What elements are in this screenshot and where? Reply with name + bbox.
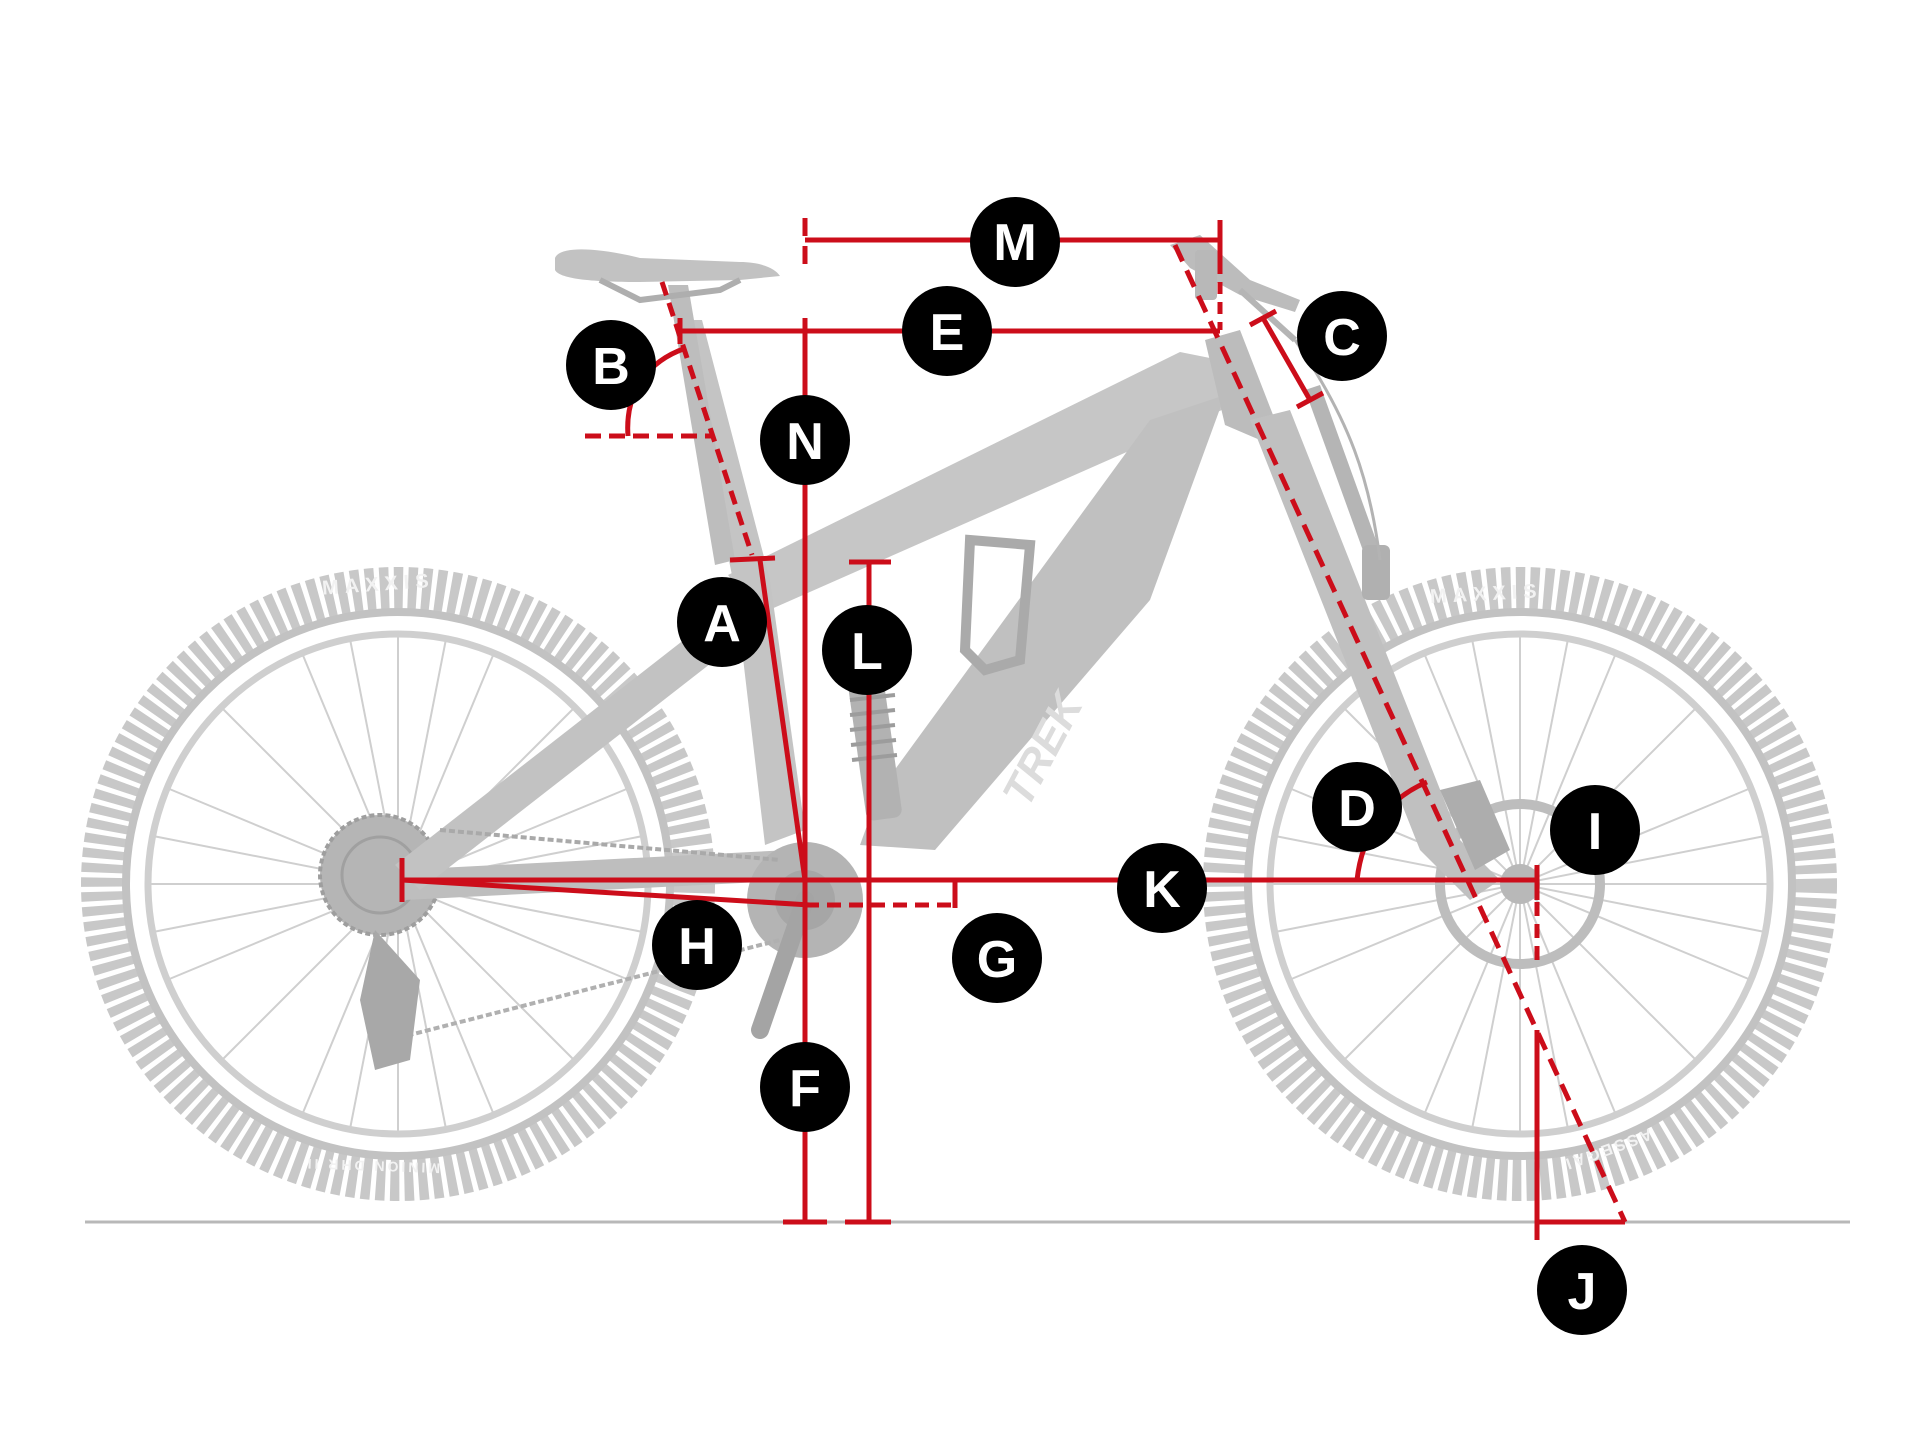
badge-b: B — [566, 320, 656, 410]
badge-k: K — [1117, 843, 1207, 933]
svg-text:D: D — [1338, 780, 1376, 838]
dim-h-line — [401, 877, 811, 908]
svg-text:M: M — [993, 214, 1036, 272]
badge-i: I — [1550, 785, 1640, 875]
dim-c-line — [1260, 316, 1313, 402]
badge-g: G — [952, 913, 1042, 1003]
dim-head-tube-axis — [1172, 243, 1628, 1224]
bike-silhouette: MAXXIS MINION DHR II — [81, 235, 1837, 1201]
badge-h: H — [652, 900, 742, 990]
svg-text:N: N — [786, 413, 824, 471]
svg-text:B: B — [592, 338, 630, 396]
badge-c: C — [1297, 291, 1387, 381]
fork — [1205, 330, 1510, 900]
badge-e: E — [902, 286, 992, 376]
front-tire-brand: MAXXIS — [1429, 580, 1543, 608]
badge-n: N — [760, 395, 850, 485]
badge-j: J — [1537, 1245, 1627, 1335]
badge-l: L — [822, 605, 912, 695]
rear-tire-model: MINION DHR II — [304, 1156, 440, 1177]
badge-f: F — [760, 1042, 850, 1132]
svg-text:E: E — [930, 304, 965, 362]
badge-m: M — [970, 197, 1060, 287]
svg-text:L: L — [851, 623, 883, 681]
svg-text:G: G — [977, 931, 1017, 989]
svg-text:C: C — [1323, 309, 1361, 367]
badge-a: A — [677, 577, 767, 667]
svg-text:H: H — [678, 918, 716, 976]
svg-text:J: J — [1568, 1263, 1597, 1321]
badge-d: D — [1312, 762, 1402, 852]
saddle — [555, 249, 780, 304]
dim-seat-tube-axis — [659, 281, 755, 556]
svg-text:K: K — [1143, 861, 1181, 919]
svg-text:A: A — [703, 595, 741, 653]
dim-a-line — [757, 559, 808, 881]
svg-text:F: F — [789, 1060, 821, 1118]
rear-wheel: MAXXIS MINION DHR II — [81, 567, 715, 1201]
svg-text:I: I — [1588, 803, 1602, 861]
label-badges: M E C B N A L D — [566, 197, 1640, 1335]
